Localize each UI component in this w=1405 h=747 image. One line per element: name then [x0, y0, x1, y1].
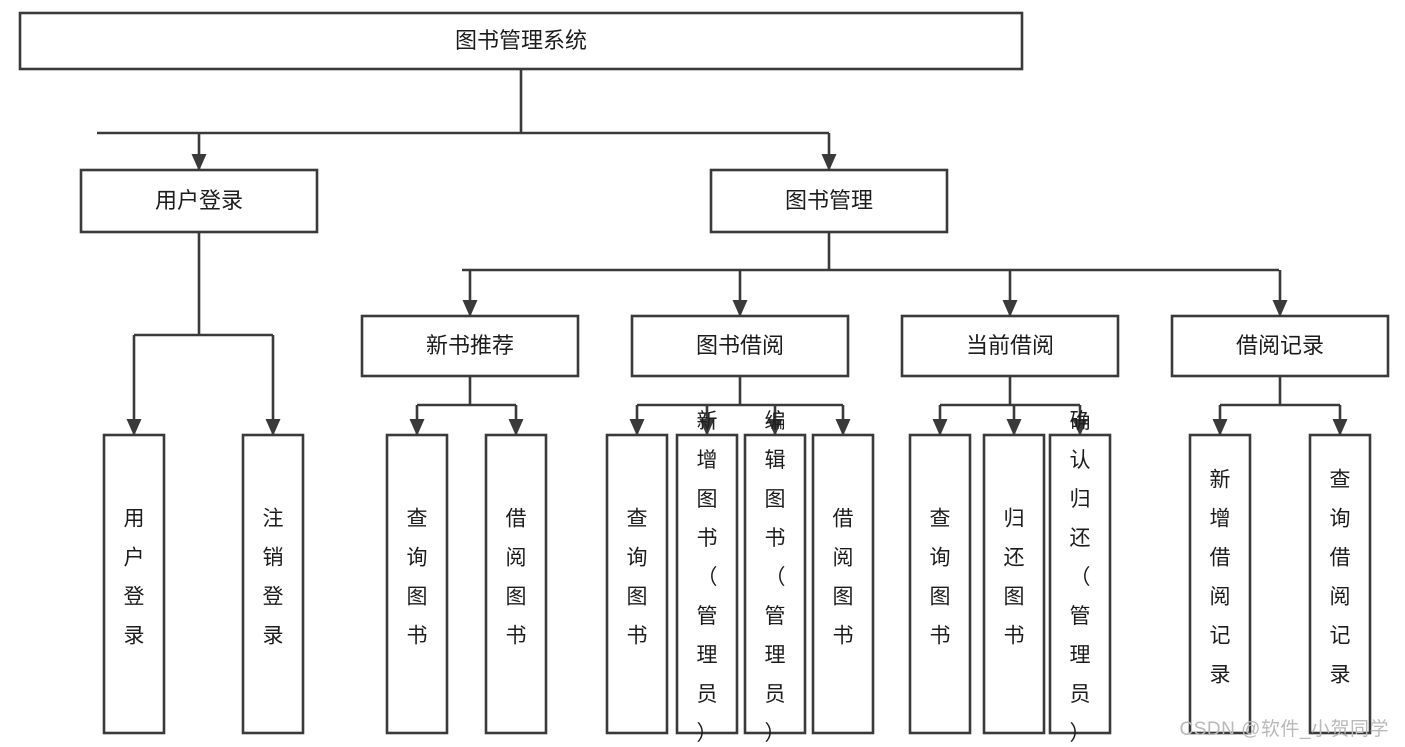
node-l-edit-book-box[interactable]: [743, 433, 807, 735]
node-n-user-login-label: 用户登录: [155, 188, 243, 213]
node-l-return-book-box[interactable]: [982, 433, 1046, 735]
node-l-query-book-3-box[interactable]: [908, 433, 972, 735]
node-root-box[interactable]: [18, 11, 1024, 71]
node-l-query-book-2-box[interactable]: [605, 433, 669, 735]
node-n-current-borrow[interactable]: 当前借阅: [900, 314, 1120, 378]
node-l-logout-label: 注销登录: [263, 508, 284, 648]
connector-group-n-user-login: [126, 232, 281, 436]
node-n-user-login-box[interactable]: [79, 168, 319, 234]
node-l-return-book-label: 归还图书: [1004, 508, 1025, 648]
arrow-head-icon: [265, 419, 281, 436]
node-l-query-book-3[interactable]: 查询图书: [908, 433, 972, 735]
node-l-confirm-return-label: 确认归还（管理员）: [1070, 410, 1091, 745]
node-n-book-mgmt-label: 图书管理: [785, 188, 873, 213]
node-l-query-record[interactable]: 查询借阅记录: [1308, 433, 1372, 735]
node-l-add-book-box[interactable]: [675, 433, 739, 735]
node-n-book-mgmt[interactable]: 图书管理: [709, 168, 949, 234]
node-l-borrow-book-2-label: 借阅图书: [833, 508, 854, 648]
arrow-head-icon: [462, 300, 478, 317]
connector-layer: [97, 69, 1348, 436]
node-l-query-book-3-label: 查询图书: [930, 508, 951, 648]
node-n-new-book-rec-label: 新书推荐: [426, 333, 514, 358]
node-n-new-book-rec-box[interactable]: [360, 314, 580, 378]
arrow-head-icon: [508, 419, 524, 436]
node-l-user-login[interactable]: 用户登录: [102, 433, 166, 735]
node-n-book-borrow-box[interactable]: [630, 314, 850, 378]
connector-group-n-book-mgmt: [462, 232, 1288, 317]
node-n-borrow-record-box[interactable]: [1170, 314, 1390, 378]
arrow-head-icon: [1212, 419, 1228, 436]
node-l-confirm-return-box[interactable]: [1048, 433, 1112, 735]
node-l-add-record[interactable]: 新增借阅记录: [1188, 433, 1252, 735]
arrow-head-icon: [409, 419, 425, 436]
node-l-query-book-2[interactable]: 查询图书: [605, 433, 669, 735]
node-l-add-book-label: 新增图书（管理员）: [697, 410, 718, 745]
node-l-add-record-box[interactable]: [1188, 433, 1252, 735]
node-root[interactable]: 图书管理系统: [18, 11, 1024, 71]
connector-group-n-new-book-rec: [409, 376, 524, 436]
connector-group-n-current-borrow: [932, 376, 1088, 436]
arrow-head-icon: [126, 419, 142, 436]
node-l-query-book-1-label: 查询图书: [407, 508, 428, 648]
node-l-query-record-box[interactable]: [1308, 433, 1372, 735]
node-l-user-login-label: 用户登录: [124, 508, 145, 648]
node-n-new-book-rec[interactable]: 新书推荐: [360, 314, 580, 378]
node-l-user-login-box[interactable]: [102, 433, 166, 735]
node-n-book-borrow-label: 图书借阅: [696, 333, 784, 358]
arrow-head-icon: [835, 419, 851, 436]
node-l-query-book-1[interactable]: 查询图书: [385, 433, 449, 735]
node-l-query-book-1-box[interactable]: [385, 433, 449, 735]
connector-group-root: [97, 69, 837, 171]
node-l-borrow-book-1-box[interactable]: [484, 433, 548, 735]
node-l-add-book[interactable]: 新增图书（管理员）: [675, 410, 739, 745]
arrow-head-icon: [1072, 419, 1088, 436]
node-l-borrow-book-2-box[interactable]: [811, 433, 875, 735]
node-l-logout-box[interactable]: [241, 433, 305, 735]
node-n-book-mgmt-box[interactable]: [709, 168, 949, 234]
node-l-confirm-return[interactable]: 确认归还（管理员）: [1048, 410, 1112, 745]
node-n-current-borrow-label: 当前借阅: [966, 333, 1054, 358]
node-l-borrow-book-1[interactable]: 借阅图书: [484, 433, 548, 735]
node-n-borrow-record[interactable]: 借阅记录: [1170, 314, 1390, 378]
node-n-book-borrow[interactable]: 图书借阅: [630, 314, 850, 378]
arrow-head-icon: [1272, 300, 1288, 317]
arrow-head-icon: [1332, 419, 1348, 436]
connector-group-n-book-borrow: [629, 376, 851, 436]
node-l-return-book[interactable]: 归还图书: [982, 433, 1046, 735]
connector-group-n-borrow-record: [1212, 376, 1348, 436]
node-l-query-book-2-label: 查询图书: [627, 508, 648, 648]
node-root-label: 图书管理系统: [455, 28, 587, 53]
arrow-head-icon: [821, 154, 837, 171]
node-n-borrow-record-label: 借阅记录: [1236, 333, 1324, 358]
node-l-add-record-label: 新增借阅记录: [1210, 469, 1231, 687]
arrow-head-icon: [732, 300, 748, 317]
node-n-user-login[interactable]: 用户登录: [79, 168, 319, 234]
node-l-borrow-book-2[interactable]: 借阅图书: [811, 433, 875, 735]
arrow-head-icon: [932, 419, 948, 436]
arrow-head-icon: [191, 154, 207, 171]
node-l-edit-book[interactable]: 编辑图书（管理员）: [743, 410, 807, 745]
arrow-head-icon: [699, 419, 715, 436]
arrow-head-icon: [629, 419, 645, 436]
node-l-query-record-label: 查询借阅记录: [1330, 469, 1351, 687]
arrow-head-icon: [1002, 300, 1018, 317]
node-l-borrow-book-1-label: 借阅图书: [506, 508, 527, 648]
node-n-current-borrow-box[interactable]: [900, 314, 1120, 378]
node-layer: 图书管理系统用户登录图书管理新书推荐图书借阅当前借阅借阅记录用户登录注销登录查询…: [18, 11, 1390, 745]
node-l-edit-book-label: 编辑图书（管理员）: [765, 410, 786, 745]
node-l-logout[interactable]: 注销登录: [241, 433, 305, 735]
arrow-head-icon: [767, 419, 783, 436]
arrow-head-icon: [1006, 419, 1022, 436]
